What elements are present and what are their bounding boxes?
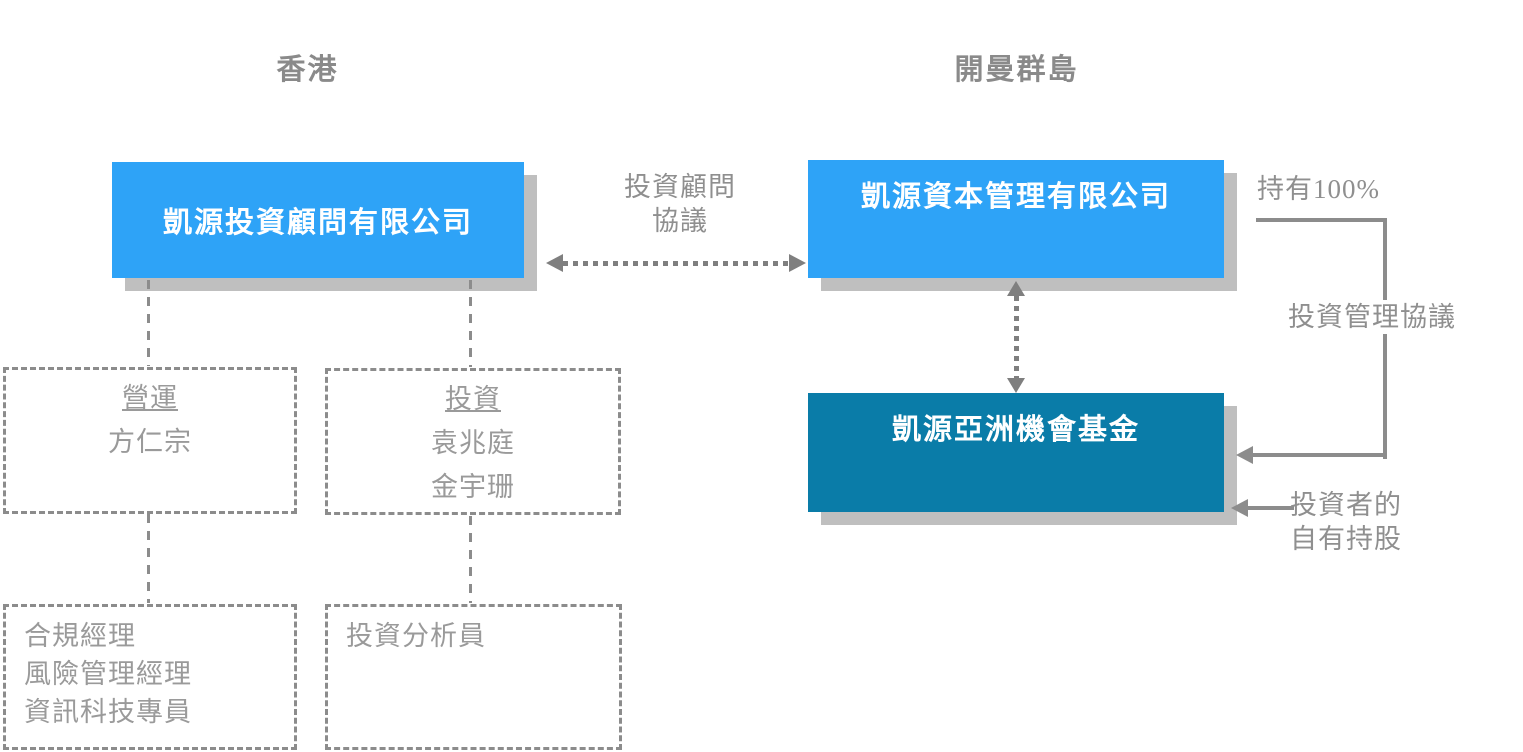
- investor-holding-arrow: [1248, 506, 1294, 510]
- connector-operations-roles: [147, 514, 150, 603]
- holds-100-label: 持有100%: [1257, 174, 1380, 204]
- team-investment-title: 投資: [445, 384, 501, 414]
- roles-operations-box: 合規經理 風險管理經理 資訊科技專員: [3, 604, 297, 750]
- investor-holding-label: 投資者的 自有持股: [1290, 490, 1402, 554]
- fund-box: 凱源亞洲機會基金: [808, 393, 1224, 512]
- arrowhead-left-icon: [1236, 446, 1253, 464]
- manager-company-label: 凱源資本管理有限公司: [860, 181, 1171, 213]
- management-agreement-arrow: [1250, 453, 1387, 457]
- advisor-company-box: 凱源投資顧問有限公司: [112, 162, 524, 278]
- arrowhead-left-icon: [1231, 499, 1248, 517]
- advisor-company-label: 凱源投資顧問有限公司: [162, 207, 473, 239]
- arrowhead-right-icon: [789, 254, 806, 272]
- manager-company-box: 凱源資本管理有限公司: [808, 160, 1224, 278]
- role-item: 合規經理: [24, 621, 136, 651]
- arrowhead-up-icon: [1007, 281, 1025, 296]
- role-item: 投資分析員: [346, 621, 486, 651]
- region-label-cayman-islands: 開曼群島: [954, 54, 1079, 86]
- management-agreement-label: 投資管理協議: [1283, 300, 1461, 334]
- roles-investment-box: 投資分析員: [325, 604, 622, 750]
- connector-investment-roles: [469, 516, 472, 603]
- advisory-agreement-arrow: [563, 261, 791, 266]
- team-member: 金宇珊: [431, 472, 515, 502]
- team-operations-box: 營運 方仁宗: [3, 367, 297, 514]
- region-label-hong-kong: 香港: [276, 54, 339, 86]
- team-investment-box: 投資 袁兆庭 金宇珊: [325, 368, 621, 515]
- team-member: 方仁宗: [108, 427, 192, 457]
- connector-advisor-operations: [147, 280, 150, 366]
- advisory-agreement-label: 投資顧問 協議: [624, 172, 736, 236]
- team-operations-title: 營運: [122, 383, 178, 413]
- connector-advisor-investment: [469, 280, 472, 367]
- role-item: 資訊科技專員: [24, 697, 192, 727]
- arrowhead-left-icon: [546, 254, 563, 272]
- ownership-elbow-line: [1256, 218, 1387, 459]
- role-item: 風險管理經理: [24, 659, 192, 689]
- manager-fund-arrow: [1014, 296, 1019, 378]
- fund-label: 凱源亞洲機會基金: [891, 414, 1140, 446]
- arrowhead-down-icon: [1007, 378, 1025, 393]
- team-member: 袁兆庭: [431, 428, 515, 458]
